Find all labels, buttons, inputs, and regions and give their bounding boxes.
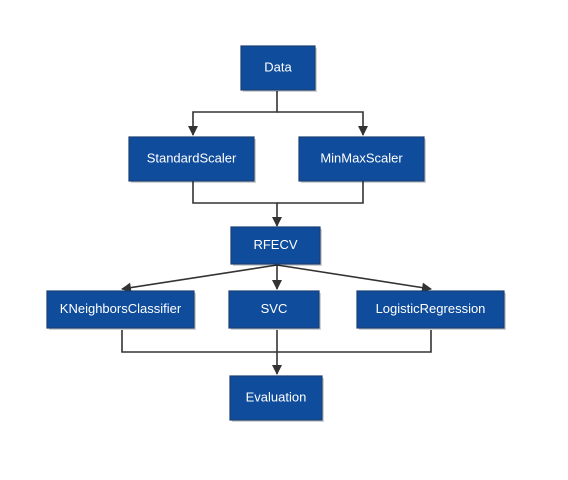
node-minmaxscaler-label: MinMaxScaler — [320, 150, 403, 165]
edge-rfecv-to-kneighbors — [121, 264, 278, 293]
edge-minmaxscaler-to-rfecv — [277, 181, 364, 204]
node-standardscaler-label: StandardScaler — [147, 150, 237, 165]
node-rfecv[interactable]: RFECV — [230, 226, 322, 266]
node-svc-label: SVC — [261, 301, 288, 316]
node-rfecv-label: RFECV — [253, 237, 297, 252]
node-logisticregression[interactable]: LogisticRegression — [356, 290, 506, 330]
edge-data-to-standardscaler — [188, 91, 278, 136]
node-logistic-label: LogisticRegression — [376, 301, 486, 316]
edges-group — [121, 91, 432, 375]
node-kneighborsclassifier[interactable]: KNeighborsClassifier — [46, 290, 196, 330]
edge-data-to-minmaxscaler — [277, 111, 368, 136]
node-evaluation[interactable]: Evaluation — [229, 375, 324, 422]
node-evaluation-label: Evaluation — [246, 389, 307, 404]
node-kneighbors-label: KNeighborsClassifier — [60, 301, 182, 316]
node-svc[interactable]: SVC — [228, 290, 321, 330]
node-standardscaler[interactable]: StandardScaler — [128, 136, 256, 183]
node-data-label: Data — [264, 59, 292, 74]
edge-rfecv-to-logistic — [276, 264, 432, 293]
node-data[interactable]: Data — [240, 45, 317, 92]
edge-standardscaler-to-rfecv — [192, 181, 282, 227]
node-minmaxscaler[interactable]: MinMaxScaler — [298, 136, 426, 183]
